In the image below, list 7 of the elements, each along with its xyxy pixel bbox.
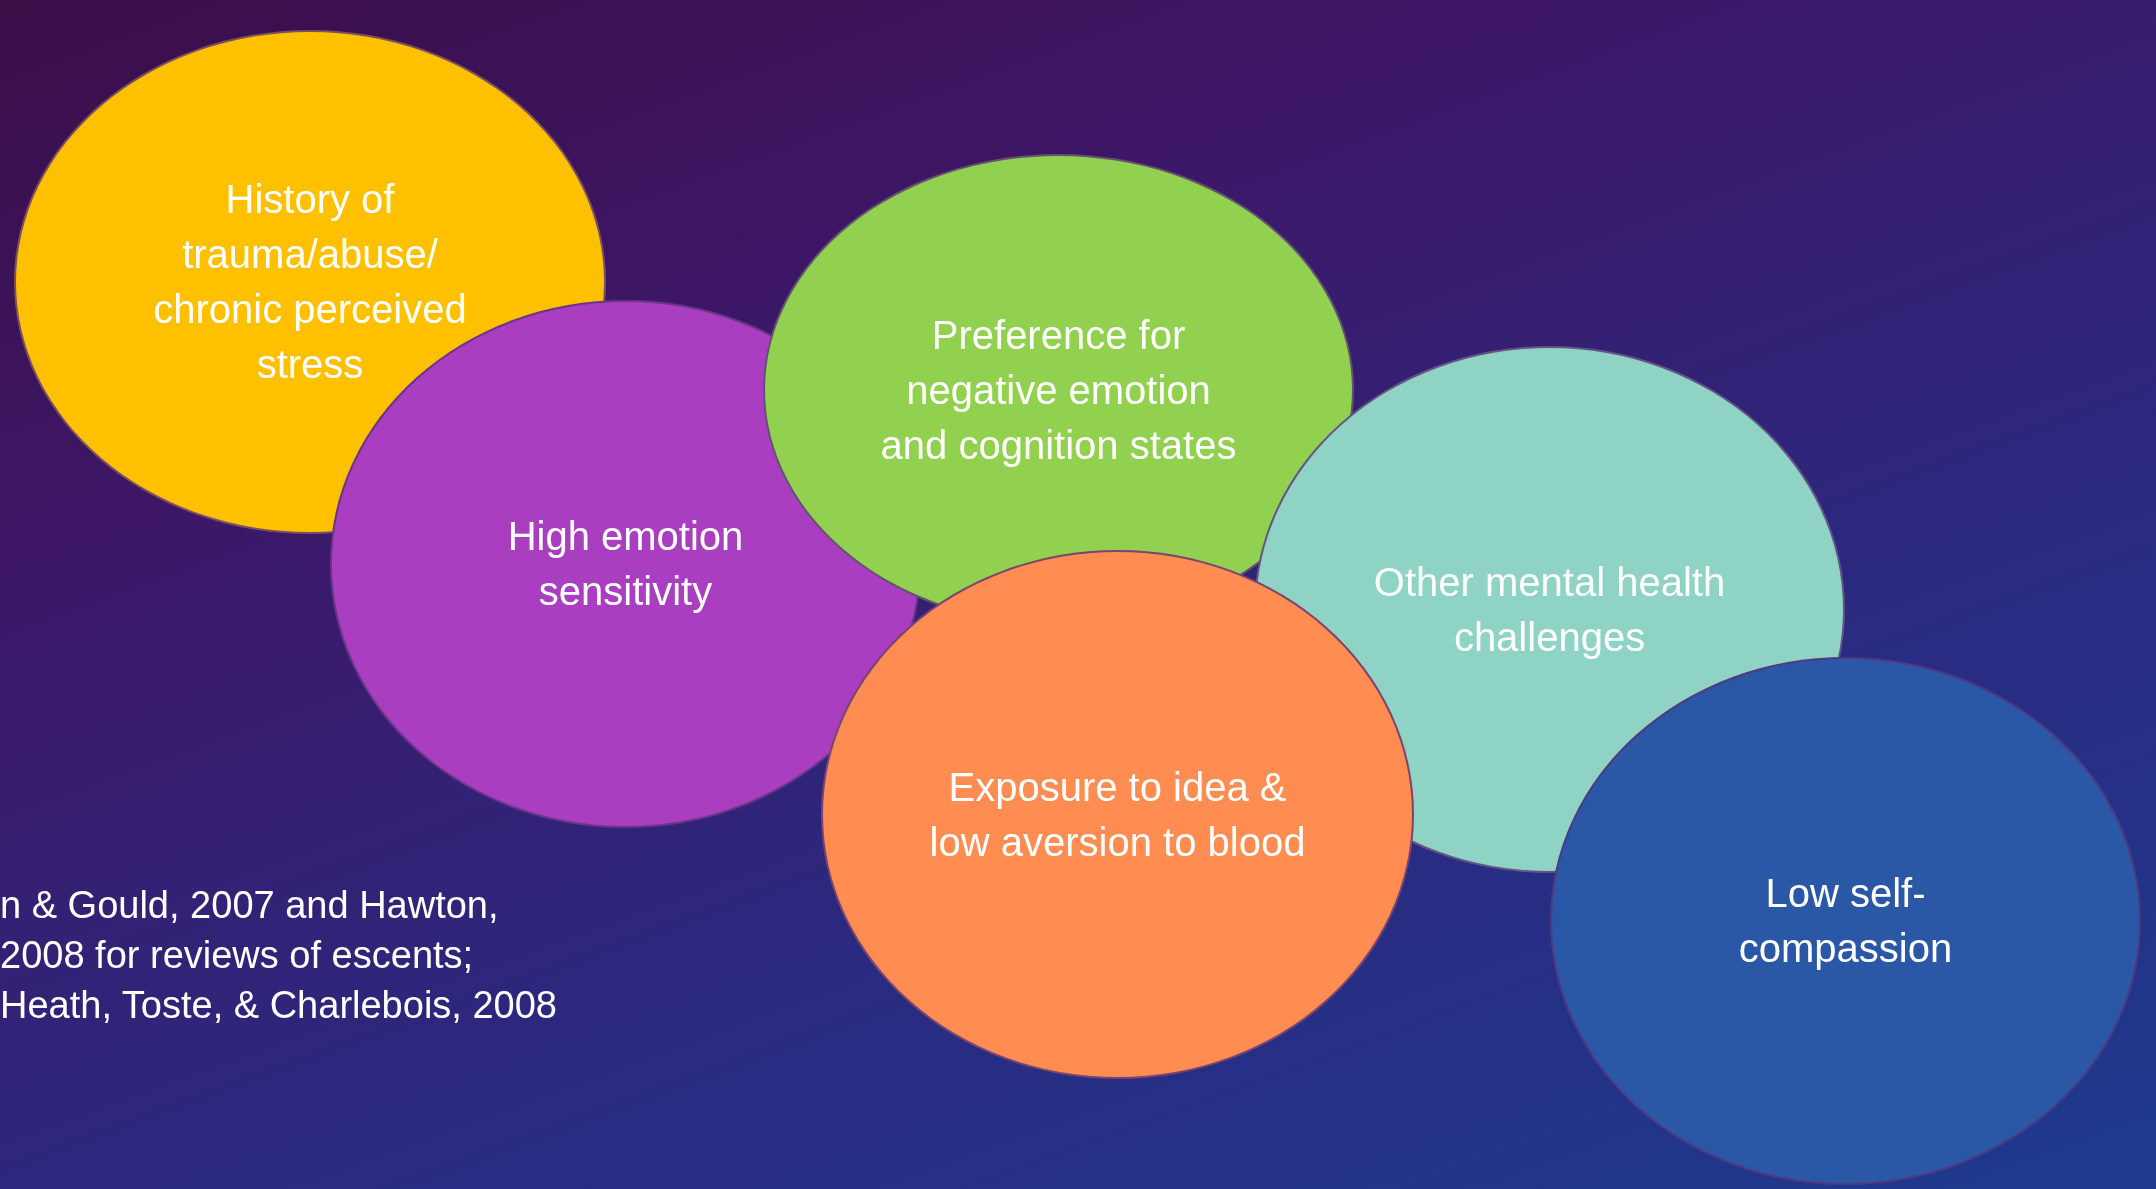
citation-text: n & Gould, 2007 and Hawton, 2008 for reviews of escents; Heath, Toste, & Charlebois, 2008	[0, 883, 558, 1028]
bubble-text: Other mental health challenges	[1372, 558, 1727, 661]
bubble-text: Low self-compassion	[1737, 870, 1954, 972]
bubble-text: History of trauma/abuse/ chronic perceived stress	[152, 176, 468, 388]
bubble-text: Preference for negative emotion and cognition states	[879, 311, 1238, 469]
bubble-text: High emotion sensitivity	[506, 513, 745, 615]
bubble-text: Exposure to idea & low aversion to blood	[928, 763, 1307, 866]
